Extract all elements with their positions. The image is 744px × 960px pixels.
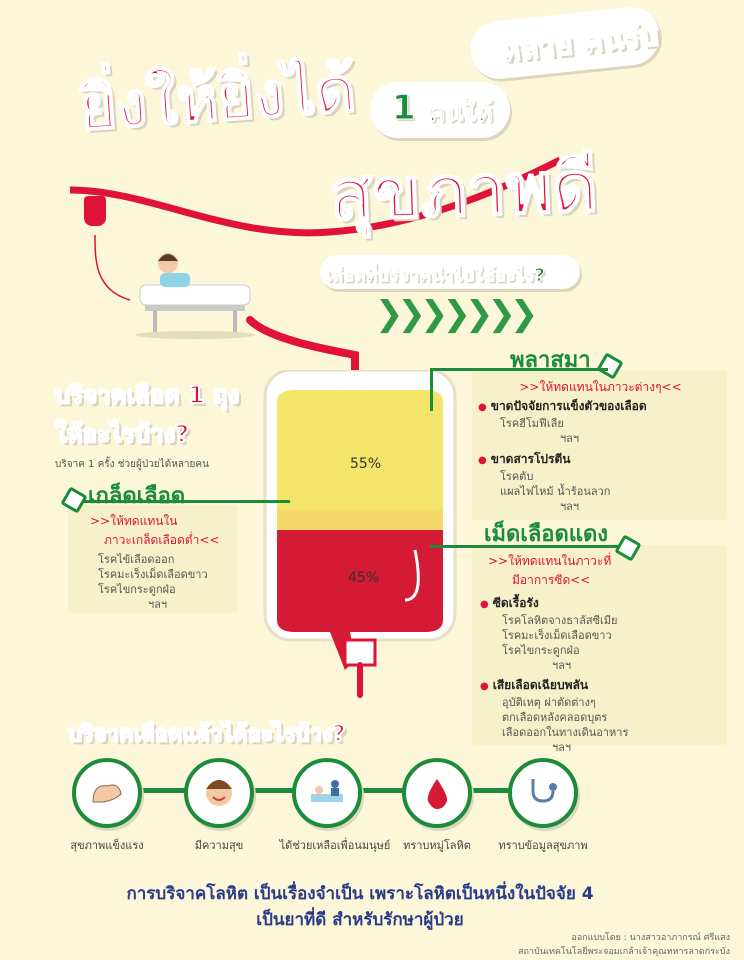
- good-health-title: สุขภาพดี: [328, 144, 600, 237]
- stethoscope-icon: [531, 779, 557, 803]
- plasma-percent: 55%: [350, 456, 382, 472]
- donate-bag-title-1: บริจาคเลือด 1 ถุง: [54, 380, 240, 410]
- plasma-item-1-etc: ฯลฯ: [560, 432, 580, 445]
- benefit-circle-5: [508, 758, 578, 828]
- arrows-icon: ❯❯❯❯❯❯❯: [375, 294, 538, 334]
- redcell-item-2: เสียเลือดเฉียบพลัน: [480, 676, 725, 695]
- platelet-connector: [82, 500, 290, 503]
- plasma-item-2-etc: ฯลฯ: [560, 500, 580, 513]
- redcell-connector: [430, 545, 620, 548]
- benefits-title: บริจาคเลือดแล้วได้อะไรบ้าง?: [67, 721, 346, 748]
- blood-drop-icon: [427, 779, 448, 809]
- plasma-item-1-detail: โรคฮีโมฟีเลีย: [500, 417, 564, 430]
- plasma-heading: >>ให้ทดแทนในภาวะต่างๆ<<: [519, 380, 682, 394]
- benefit-circle-1: [72, 758, 142, 828]
- credit-line-2: สถาบันเทคโนโลยีพระจอมเกล้าเจ้าคุณทหารลาด…: [518, 947, 730, 957]
- redcell-item-1-detail-2: โรคมะเร็งเม็ดเลือดขาว: [502, 629, 612, 642]
- platelet-heading-1: >>ให้ทดแทนใน: [90, 514, 178, 528]
- question-pill: [320, 255, 580, 289]
- donate-bag-title-2: ให้อะไรบ้าง?: [54, 419, 190, 449]
- benefit-circle-2: [184, 758, 254, 828]
- credit-line-1: ออกแบบโดย : นางสาวอาภากรณ์ ศรีแสง: [571, 933, 730, 943]
- redcell-item-2-detail-2: ตกเลือดหลังคลอดบุตร: [502, 711, 608, 724]
- platelet-etc: ฯลฯ: [148, 598, 168, 611]
- redcell-heading-2: มีอาการซีด<<: [512, 573, 591, 587]
- redcell-item-2-etc: ฯลฯ: [552, 741, 572, 754]
- person-gives-text: คนให้: [428, 98, 494, 129]
- redcell-item-2-detail-3: เลือดออกในทางเดินอาหาร: [502, 726, 629, 739]
- benefit-label-5: ทราบข้อมูลสุขภาพ: [498, 839, 588, 852]
- redcell-item-2-detail-1: อุบัติเหตุ ผ่าตัดต่างๆ: [502, 696, 596, 709]
- platelet-heading-2: ภาวะเกล็ดเลือดต่ำ<<: [104, 533, 220, 547]
- platelet-detail-3: โรคไขกระดูกฝ่อ: [98, 583, 176, 596]
- benefit-label-3: ได้ช่วยเหลือเพื่อนมนุษย์: [279, 839, 391, 852]
- hospital-bed-icon: [311, 780, 343, 802]
- footer-line-1: การบริจาคโลหิต เป็นเรื่องจำเป็น เพราะโลห…: [126, 884, 594, 904]
- question-blood-use: เลือดที่บริจาคนำไปใช้อะไร?: [326, 265, 546, 287]
- happy-face-icon: [206, 780, 232, 806]
- redcell-item-1-etc: ฯลฯ: [552, 659, 572, 672]
- plasma-item-1: ขาดปัจจัยการแข็งตัวของเลือด: [478, 397, 723, 416]
- title-give-more-get-more: ยิ่งให้ยิ่งได้: [77, 51, 359, 145]
- number-one: 1: [392, 88, 417, 129]
- benefit-label-2: มีความสุข: [194, 839, 244, 852]
- one-person-badge: [370, 82, 510, 138]
- plasma-item-2: ขาดสารโปรตีน: [478, 450, 723, 469]
- blood-bag: [263, 370, 457, 698]
- blood-bag-icon: [84, 196, 106, 226]
- plasma-item-2-detail-2: แผลไฟไหม้ น้ำร้อนลวก: [500, 485, 611, 498]
- donate-bag-subtitle: บริจาค 1 ครั้ง ช่วยผู้ป่วยได้หลายคน: [55, 459, 209, 470]
- redcell-title: เม็ดเลือดแดง: [484, 522, 609, 547]
- platelet-detail-1: โรคไข้เลือดออก: [98, 553, 175, 566]
- redcell-item-1-detail-1: โรคโลหิตจางธาลัสซีเมีย: [502, 614, 618, 627]
- benefit-circle-3: [292, 758, 362, 828]
- redcell-item-1-detail-3: โรคไขกระดูกฝ่อ: [502, 644, 580, 657]
- muscle-icon: [92, 784, 122, 803]
- benefit-label-4: ทราบหมู่โลหิต: [403, 839, 471, 852]
- plasma-connector: [430, 368, 608, 411]
- platelet-detail-2: โรคมะเร็งเม็ดเลือดขาว: [98, 568, 208, 581]
- footer-line-2: เป็นยาที่ดี สำหรับรักษาผู้ป่วย: [256, 910, 464, 930]
- benefit-circle-4: [402, 758, 472, 828]
- redcell-percent: 45%: [348, 570, 380, 586]
- platelet-title: เกล็ดเลือด: [88, 484, 186, 509]
- benefit-label-1: สุขภาพแข็งแรง: [70, 839, 144, 852]
- plasma-item-2-detail-1: โรคตับ: [500, 470, 534, 483]
- redcell-item-1: ซีดเรื้อรัง: [480, 594, 725, 613]
- patient-bed-icon: [135, 253, 255, 339]
- redcell-heading-1: >>ให้ทดแทนในภาวะที่: [488, 554, 612, 568]
